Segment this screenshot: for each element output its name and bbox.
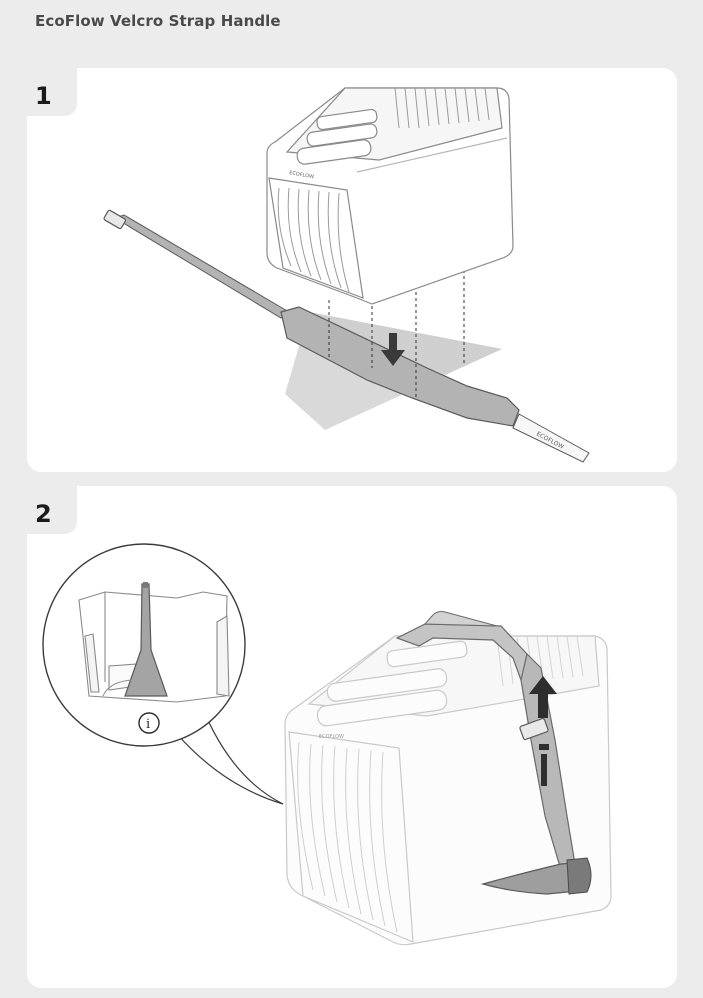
arrow-up-icon <box>529 676 557 718</box>
detail-callout: i <box>42 543 284 805</box>
device-unit <box>266 87 514 305</box>
step-1-panel: 1 ECOFLOW <box>27 68 677 472</box>
strap-handle <box>395 611 592 895</box>
step-2-illustration: 2 ECOFLOW <box>27 486 612 946</box>
unit-brand-label: ECOFLOW <box>289 170 315 180</box>
info-symbol: i <box>146 717 150 732</box>
info-icon: i <box>138 712 160 734</box>
step-1-number: 1 <box>35 82 52 110</box>
step-1-illustration: 1 ECOFLOW <box>27 68 590 463</box>
page-title: EcoFlow Velcro Strap Handle <box>35 12 281 30</box>
step-2-number: 2 <box>35 500 52 528</box>
arrow-down-icon <box>381 333 405 366</box>
step-2-panel: 2 ECOFLOW <box>27 486 677 988</box>
velcro-strap: ECOFLOW <box>103 209 590 463</box>
alignment-guides <box>328 258 465 398</box>
unit-brand-label: ECOFLOW <box>319 734 344 740</box>
